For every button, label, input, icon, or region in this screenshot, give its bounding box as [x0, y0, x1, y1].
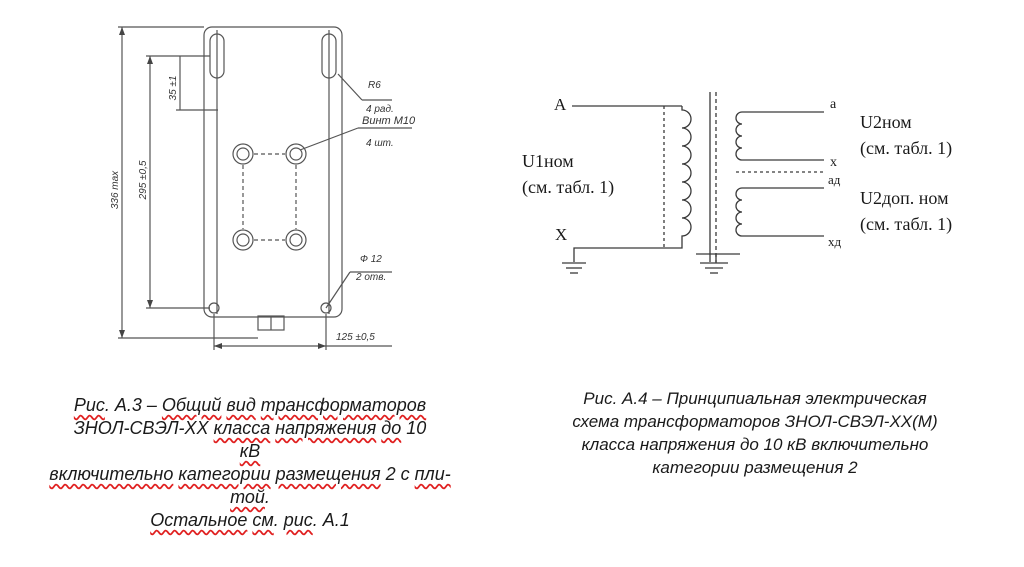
terminal-label-a-upper: А	[554, 95, 567, 114]
label-screw-qty: 4 шт.	[366, 138, 394, 149]
caption-word: размещения	[275, 464, 381, 484]
label-u2d: U2доп. ном	[860, 188, 948, 208]
caption-word: категории	[178, 464, 271, 484]
caption-a4-line-2: схема трансформаторов ЗНОЛ-СВЭЛ-ХХ(М)	[572, 412, 938, 431]
terminal-label-xd: хд	[828, 234, 842, 249]
caption-a4-line-1: Рис. А.4 – Принципиальная электрическая	[583, 389, 927, 408]
caption-word: класса	[213, 418, 271, 438]
caption-a4-line-3: класса напряжения до 10 кВ включительно	[581, 435, 929, 454]
label-hole: Ф 12	[360, 254, 382, 265]
label-u2: U2ном	[860, 112, 912, 132]
caption-text: 2 с	[380, 464, 415, 484]
dim-width-bottom: 125 ±0,5	[336, 332, 375, 343]
terminal-label-x-upper: Х	[555, 225, 567, 244]
primary-lead-x	[573, 244, 683, 262]
caption-figure-a3: Рис. А.3 – Общий вид трансформаторов ЗНО…	[10, 394, 490, 532]
caption-text: ЗНОЛ-СВЭЛ-ХХ	[73, 418, 214, 438]
caption-word: напряжения	[275, 418, 377, 438]
terminal-label-a: а	[830, 97, 837, 112]
label-u1: U1ном	[522, 151, 574, 171]
caption-text: 10	[401, 418, 427, 438]
caption-a3-line-1: Рис. А.3 – Общий вид трансформаторов	[10, 394, 490, 417]
label-hole-qty: 2 отв.	[355, 272, 386, 283]
terminal-label-x: х	[830, 155, 837, 170]
caption-a4-line-4: категории размещения 2	[652, 458, 858, 477]
caption-text: . А.3 –	[104, 395, 162, 415]
caption-text: .	[273, 510, 284, 530]
caption-word: трансформаторов	[260, 395, 427, 415]
secondary-winding-additional	[735, 187, 743, 237]
caption-word: пли-	[414, 464, 451, 484]
caption-word: той	[230, 487, 265, 507]
caption-a3-line-3: кВ	[10, 440, 490, 463]
dim-height-max: 336 max	[110, 170, 121, 209]
transformer-body-outline	[203, 26, 343, 318]
dim-height-inner: 295 ±0,5	[138, 160, 149, 200]
figure-a3-drawing: 336 max 295 ±0,5 35 ±1 125 ±0,5 R6 4 рад…	[110, 26, 416, 350]
mounting-slot-right	[321, 33, 337, 79]
caption-text: . А.1	[312, 510, 350, 530]
figure-a4-schematic: А Х U1ном (см. табл. 1) а х ад хд U2ном …	[522, 92, 952, 274]
caption-word: вид	[226, 395, 256, 415]
bottom-hole-right	[320, 302, 332, 314]
secondary-winding-main	[735, 111, 743, 161]
primary-winding	[681, 106, 692, 244]
label-screw: Винт М10	[362, 115, 416, 127]
ground-symbol-core	[700, 262, 728, 274]
caption-word: кВ	[239, 441, 261, 461]
caption-word: Рис	[73, 395, 105, 415]
caption-a3-line-5: той.	[10, 486, 490, 509]
caption-a3-line-4: включительно категории размещения 2 с пл…	[10, 463, 490, 486]
terminal-label-ad: ад	[828, 172, 841, 187]
label-u1-ref: (см. табл. 1)	[522, 177, 614, 198]
caption-word: включительно	[49, 464, 174, 484]
label-u2d-ref: (см. табл. 1)	[860, 214, 952, 235]
label-radius-qty: 4 рад.	[366, 104, 394, 115]
caption-a3-line-6: Остальное см. рис. А.1	[10, 509, 490, 532]
caption-word: Остальное	[150, 510, 248, 530]
label-u2-ref: (см. табл. 1)	[860, 138, 952, 159]
caption-word: см	[252, 510, 274, 530]
dim-top-offset: 35 ±1	[168, 76, 179, 101]
caption-a3-line-2: ЗНОЛ-СВЭЛ-ХХ класса напряжения до 10	[10, 417, 490, 440]
caption-word: рис	[283, 510, 313, 530]
label-radius: R6	[368, 80, 381, 91]
ground-symbol-left	[562, 262, 586, 274]
terminal-screws	[232, 143, 307, 251]
caption-figure-a4: Рис. А.4 – Принципиальная электрическая …	[505, 387, 1005, 479]
caption-text: .	[264, 487, 270, 507]
caption-word: до	[381, 418, 402, 438]
caption-word: Общий	[161, 395, 222, 415]
